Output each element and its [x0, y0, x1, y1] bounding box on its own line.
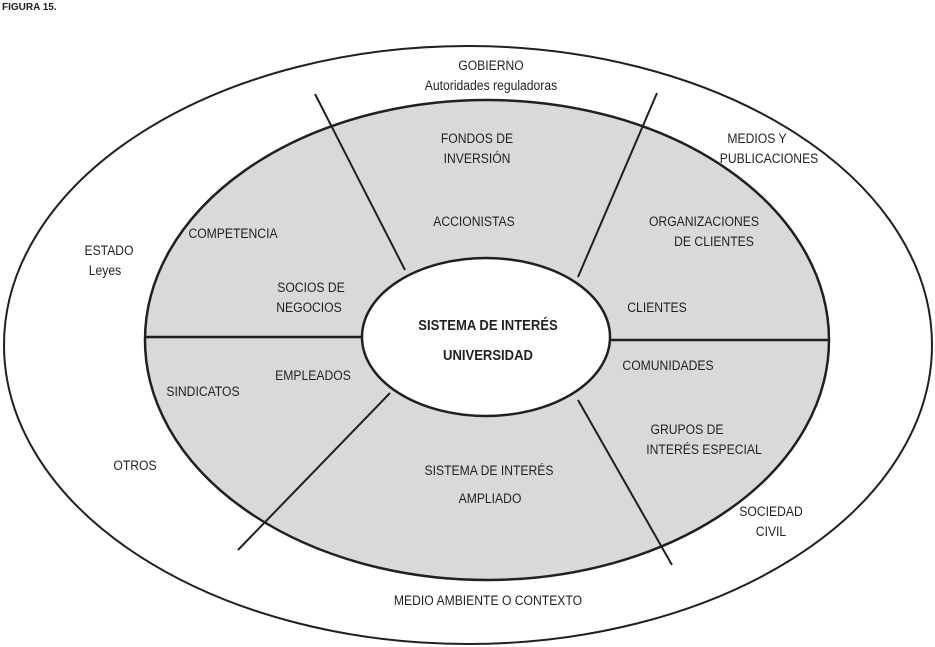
center-title: SISTEMA DE INTERÉS: [418, 318, 558, 334]
center-subtitle: UNIVERSIDAD: [443, 348, 533, 364]
figure-label: FIGURA 15.: [2, 2, 57, 13]
divider-bottom-left: [237, 392, 391, 551]
label-socios-1: SOCIOS DE: [277, 280, 345, 295]
label-fondos-2: INVERSIÓN: [443, 151, 511, 166]
label-competencia: COMPETENCIA: [188, 226, 278, 241]
label-sindicatos: SINDICATOS: [166, 384, 240, 399]
center-ellipse: [360, 256, 612, 418]
label-ampliado-1: SISTEMA DE INTERÉS: [424, 463, 554, 478]
divider-bottom-right: [577, 399, 673, 566]
label-medios-1: MEDIOS Y: [727, 131, 787, 146]
label-gobierno-1: GOBIERNO: [458, 58, 524, 73]
divider-top-right: [577, 92, 658, 278]
label-empleados: EMPLEADOS: [275, 368, 351, 383]
divider-top-left: [314, 93, 406, 271]
label-clientes: CLIENTES: [627, 300, 687, 315]
label-gobierno-2: Autoridades reguladoras: [424, 78, 558, 93]
label-comunidades: COMUNIDADES: [622, 358, 714, 373]
label-org-clientes-2: DE CLIENTES: [674, 234, 754, 249]
label-org-clientes-1: ORGANIZACIONES: [648, 214, 760, 229]
label-medio-ambiente: MEDIO AMBIENTE O CONTEXTO: [393, 593, 583, 608]
label-sociedad-2: CIVIL: [755, 524, 787, 539]
label-estado-2: Leyes: [88, 263, 122, 278]
label-grupos-1: GRUPOS DE: [650, 422, 724, 437]
label-fondos-1: FONDOS DE: [440, 131, 514, 146]
label-grupos-2: INTERÉS ESPECIAL: [646, 442, 762, 457]
label-ampliado-2: AMPLIADO: [458, 491, 522, 506]
label-sociedad-1: SOCIEDAD: [739, 504, 803, 519]
label-estado-1: ESTADO: [84, 243, 134, 258]
label-socios-2: NEGOCIOS: [276, 300, 342, 315]
label-otros: OTROS: [113, 458, 157, 473]
label-medios-2: PUBLICACIONES: [719, 151, 819, 166]
label-accionistas: ACCIONISTAS: [433, 214, 515, 229]
